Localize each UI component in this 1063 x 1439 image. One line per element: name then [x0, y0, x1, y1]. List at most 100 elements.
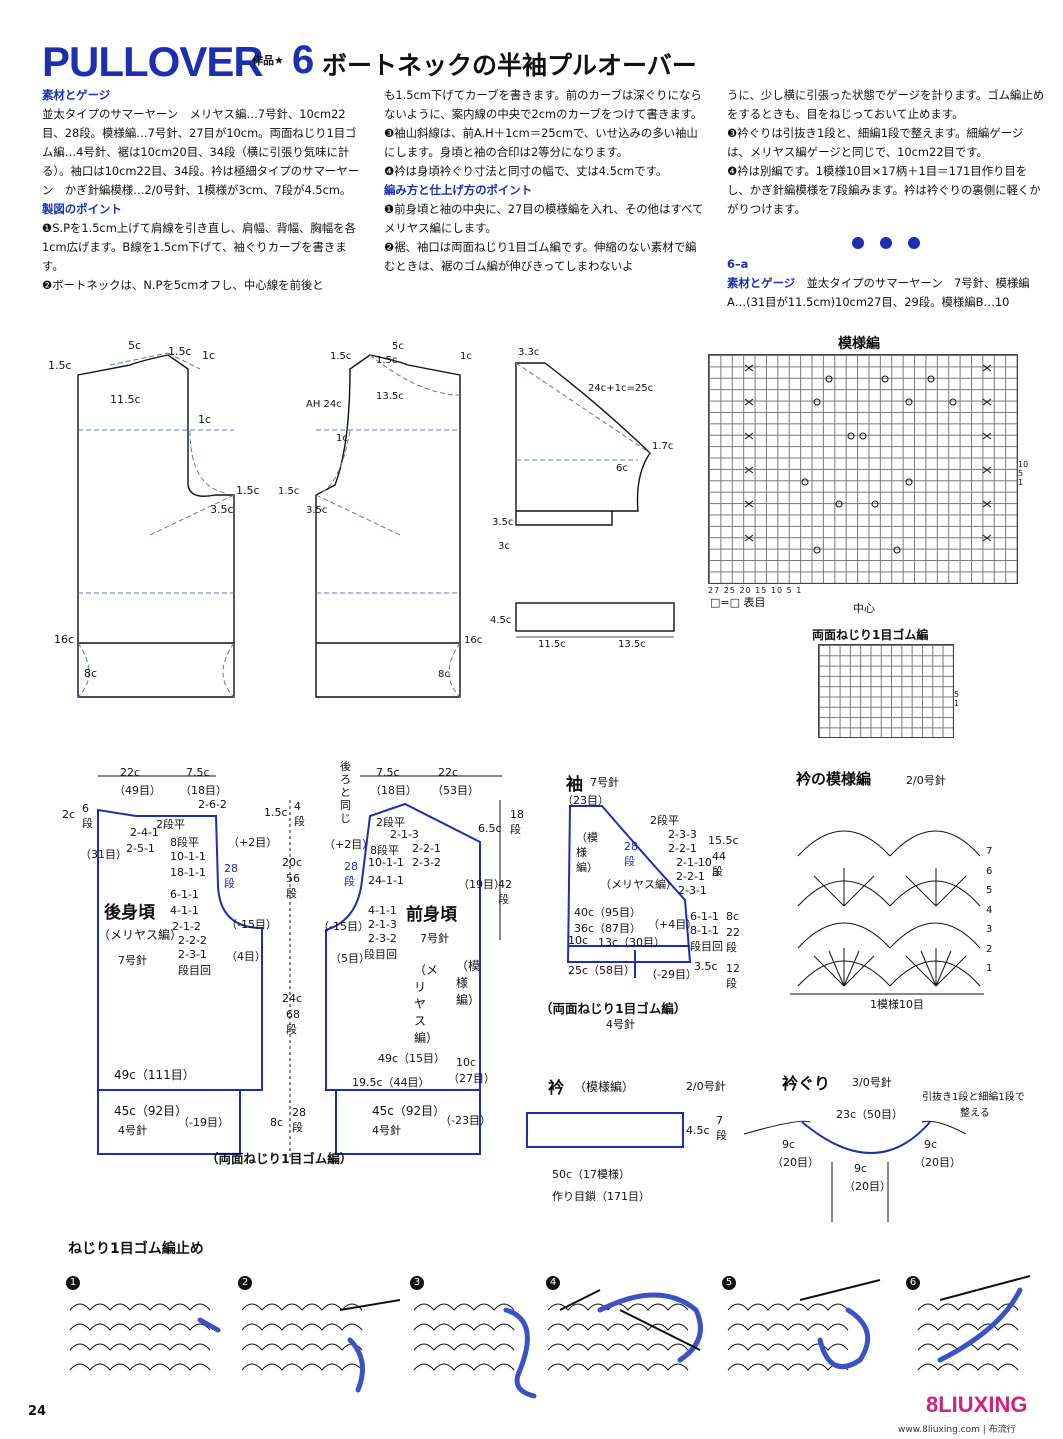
collar-draft — [515, 602, 675, 638]
neckline-left: 9c — [782, 1138, 796, 1151]
back-rib-width: 45c（92目） — [114, 1104, 188, 1118]
row-num: 1 — [986, 963, 993, 974]
paragraph: ❶前身頃と袖の中央に、27目の模様編を入れ、その他はすべてメリヤス編にします。 — [384, 202, 704, 235]
sleeve-w10: 10c — [568, 934, 589, 947]
collar-pattern-chart — [790, 830, 984, 995]
back-4-sts: （4目） — [226, 950, 266, 963]
draft-label: 5c — [392, 341, 404, 352]
dimension-lines — [98, 775, 502, 1160]
sleeve-w40: 40c（95目） — [574, 906, 642, 919]
row-num: 3 — [986, 924, 993, 935]
bind-off-step-3: 3 — [410, 1276, 424, 1290]
back-rib-needle: 4号針 — [118, 1124, 147, 1137]
front-right-rows: 42段 — [498, 878, 512, 906]
collar-needle: 2/0号針 — [686, 1080, 726, 1093]
text-column-3-tail: 6–a 素材とゲージ 並太タイプのサマーヤーン 7号針、模様編A…(31目が11.… — [727, 255, 1045, 312]
draft-label: 1.5c — [330, 351, 351, 362]
paragraph: も1.5cm下げてカーブを書きます。前のカーブは深ぐりにならないように、案内線の… — [384, 88, 703, 121]
sleeve-seq-0: 2段平 — [650, 814, 679, 827]
front-width-1-sts: （18目） — [370, 784, 417, 797]
back-width-1-sts: （49目） — [114, 784, 161, 797]
text-column-1: 素材とゲージ並太タイプのサマーヤーン メリヤス編…7号針、10cm22目、28段… — [42, 86, 360, 295]
paragraph: 素材とゲージ 並太タイプのサマーヤーン 7号針、模様編A…(31目が11.5cm… — [727, 274, 1045, 312]
moyou-chart-title: 模様編 — [838, 336, 880, 352]
draft-label: 3c — [498, 541, 510, 552]
sleeve-needle: 7号針 — [590, 776, 619, 789]
back-arm-seq-4: 2-3-1 — [178, 948, 207, 961]
sleeve-inc-2: 段目回 — [690, 940, 723, 953]
drafting-diagrams: 1.5c 5c 1.5c 1c 11.5c 1c 1.5c 3.5c 16c 8… — [48, 339, 675, 698]
moyou-center-mark: 中心 — [853, 602, 875, 615]
front-width-1: 7.5c — [376, 766, 400, 779]
back-arm-seq-2: 2-1-2 — [172, 920, 201, 933]
draft-label: 1c — [336, 433, 348, 444]
sleeve-h3-rows: 12段 — [726, 962, 740, 990]
front-rib-width: 45c（92目） — [372, 1104, 446, 1118]
sleeve-draft-labels: 3.3c 24c+1c=25c 1.7c 6c 3.5c 3c — [492, 347, 673, 552]
neckline-needle: 3/0号針 — [852, 1076, 892, 1089]
draft-label: 3.5c — [210, 503, 234, 516]
draft-label: 1.7c — [652, 441, 673, 452]
bind-off-step-4: 4 — [546, 1276, 560, 1290]
draft-label: 4.5c — [490, 615, 511, 626]
fan-row — [797, 830, 981, 987]
sleeve-inc-1: 8-1-1 — [690, 924, 719, 937]
draft-label: 1c — [460, 351, 472, 362]
sleeve-w36: 36c（87目） — [574, 922, 642, 935]
knit-fabric-5 — [727, 1303, 849, 1371]
page-title: PULLOVER — [42, 38, 264, 85]
back-bottom-width: 49c（111目） — [114, 1068, 195, 1082]
row-num: 4 — [986, 904, 993, 916]
rib-chart-grid — [818, 644, 954, 738]
draft-label: 24c+1c=25c — [588, 383, 653, 394]
knit-fabric-1 — [69, 1303, 211, 1371]
front-side-right: 10c — [456, 1056, 477, 1069]
row-num: 5 — [986, 885, 993, 896]
moyou-chart-grid — [708, 354, 1018, 584]
front-neck-seq-4: 10-1-1 — [368, 856, 404, 869]
front-draft-labels: 1.5c 5c 1.5c 1c AH 24c 13.5c 1c 1.5c 3.5… — [278, 341, 482, 680]
height-4: 8c — [270, 1116, 284, 1129]
front-neck-seq-5: 2-3-2 — [412, 856, 441, 869]
paragraph: ❷ボートネックは、N.Pを5cmオフし、中心線を前後と — [42, 278, 324, 292]
draft-label: 8c — [84, 667, 97, 680]
site-logo: 8LIUXING — [926, 1392, 1028, 1417]
back-arm-seq-5: 段目回 — [178, 964, 211, 977]
cross-column-right — [982, 364, 992, 542]
back-arm-seq-0: 6-1-1 — [170, 888, 199, 901]
sleeve-rib-caption: （両面ねじり1目ゴム編） — [540, 1001, 687, 1016]
collar-sub: （模様編） — [574, 1080, 635, 1094]
height-3: 24c — [282, 992, 303, 1005]
knit-fabric-2 — [241, 1303, 363, 1371]
back-width-2: 7.5c — [186, 766, 210, 779]
section-heading: 製図のポイント — [42, 202, 122, 216]
bind-off-step-2: 2 — [238, 1276, 252, 1290]
draft-label: 13.5c — [618, 639, 646, 650]
draft-label: 1.5c — [376, 355, 397, 366]
paragraph-text: 並太タイプのサマーヤーン 7号針、模様編A…(31目が11.5cm)10cm27… — [727, 276, 1030, 309]
back-minus15: （-15目） — [226, 918, 277, 931]
text-column-2: も1.5cm下げてカーブを書きます。前のカーブは深ぐりにならないように、案内線の… — [384, 86, 704, 276]
back-rib-minus: （-19目） — [178, 1116, 229, 1129]
body-rib-caption: （両面ねじり1目ゴム編） — [206, 1151, 353, 1166]
front-neck-seq-6: 24-1-1 — [368, 874, 404, 887]
collar-draft-labels: 4.5c 11.5c 13.5c — [490, 615, 646, 650]
back-neck-seq-3: 10-1-1 — [170, 850, 206, 863]
back-body-outline — [97, 808, 263, 1155]
section-heading: 6–a — [727, 257, 749, 271]
bind-off-title: ねじり1目ゴム編止め — [68, 1241, 204, 1257]
height-2: 20c — [282, 856, 303, 869]
paragraph: ❷裾、袖口は両面ねじり1目ゴム編です。伸縮のない素材で編むときは、裾のゴム編が伸… — [384, 240, 697, 273]
front-meriyasu: （メリヤス編） — [414, 963, 439, 1045]
knit-fabric-4 — [547, 1303, 689, 1371]
front-neck-seq-0: 2段平 — [376, 816, 405, 829]
draft-label: 16c — [464, 635, 482, 646]
pattern-diagrams — [97, 775, 502, 1160]
draft-label: 8c — [438, 669, 450, 680]
fan-spokes — [813, 868, 967, 987]
paragraph: ❶S.Pを1.5cm上げて肩線を引き直し、肩幅、背幅、胸幅を各1cm広げます。B… — [42, 221, 356, 273]
section-dots — [852, 234, 936, 253]
front-body-outline — [325, 802, 481, 1155]
back-shoulder: 2c — [62, 808, 76, 821]
collar-shape — [526, 1112, 684, 1148]
